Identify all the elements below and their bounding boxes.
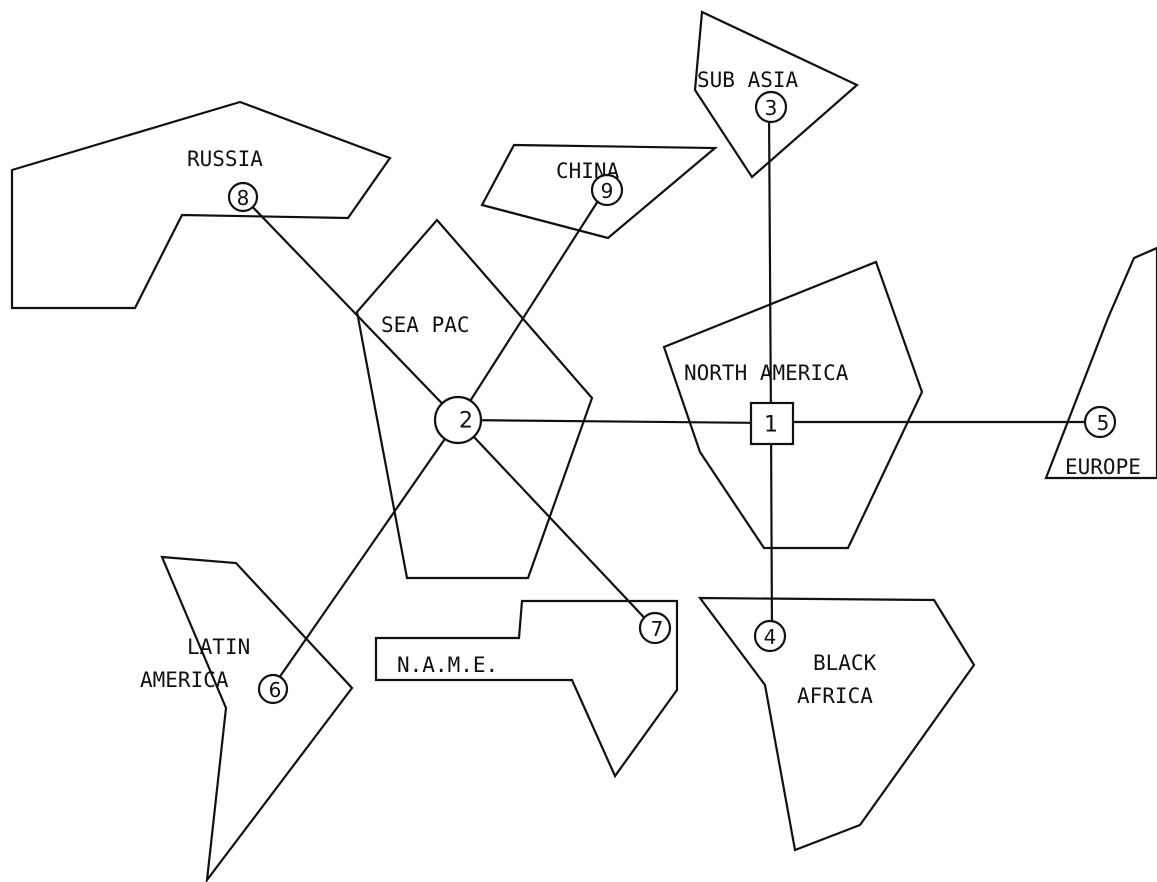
label-europe: EUROPE xyxy=(1065,455,1141,479)
link-8-2 xyxy=(243,197,459,421)
node-5: 5 xyxy=(1083,405,1117,439)
node-8: 8 xyxy=(227,181,259,213)
region-north-america xyxy=(662,260,924,550)
label-sub-asia: SUB ASIA xyxy=(697,68,799,92)
node-3: 3 xyxy=(754,90,788,124)
link-2-1 xyxy=(457,418,772,425)
label-black: BLACK xyxy=(813,651,877,675)
label-america: AMERICA xyxy=(140,668,229,692)
region-sub-asia xyxy=(693,10,859,179)
link-1-4 xyxy=(769,422,774,636)
node-4-label: 4 xyxy=(764,625,777,649)
node-4: 4 xyxy=(753,619,787,653)
region-russia xyxy=(10,100,392,310)
node-2-label: 2 xyxy=(459,409,473,434)
label-russia: RUSSIA xyxy=(187,147,263,171)
label-latin: LATIN xyxy=(187,635,250,659)
region-europe xyxy=(1044,246,1157,480)
region-latin-america xyxy=(160,555,354,882)
link-7-2 xyxy=(457,419,655,629)
node-8-label: 8 xyxy=(237,186,250,210)
node-1: 1 xyxy=(749,401,795,446)
node-6: 6 xyxy=(257,673,289,705)
node-9: 9 xyxy=(590,173,624,207)
node-5-label: 5 xyxy=(1097,411,1110,435)
node-7-label: 7 xyxy=(651,617,664,641)
label-north-america: NORTH AMERICA xyxy=(684,361,849,385)
node-3-label: 3 xyxy=(765,96,778,120)
label-africa: AFRICA xyxy=(797,684,873,708)
link-6-2 xyxy=(271,419,459,689)
label-name: N.A.M.E. xyxy=(397,653,498,677)
region-china xyxy=(480,143,718,240)
node-2: 2 xyxy=(433,395,483,445)
node-9-label: 9 xyxy=(601,179,614,203)
node-1-label: 1 xyxy=(764,413,778,438)
label-sea-pac: SEA PAC xyxy=(381,313,470,337)
link-9-2 xyxy=(457,189,606,421)
region-black-africa xyxy=(697,596,976,852)
node-7: 7 xyxy=(638,611,672,645)
region-sea-pac xyxy=(355,218,594,580)
node-6-label: 6 xyxy=(269,678,282,702)
region-name xyxy=(374,599,679,779)
link-3-1 xyxy=(767,109,773,424)
